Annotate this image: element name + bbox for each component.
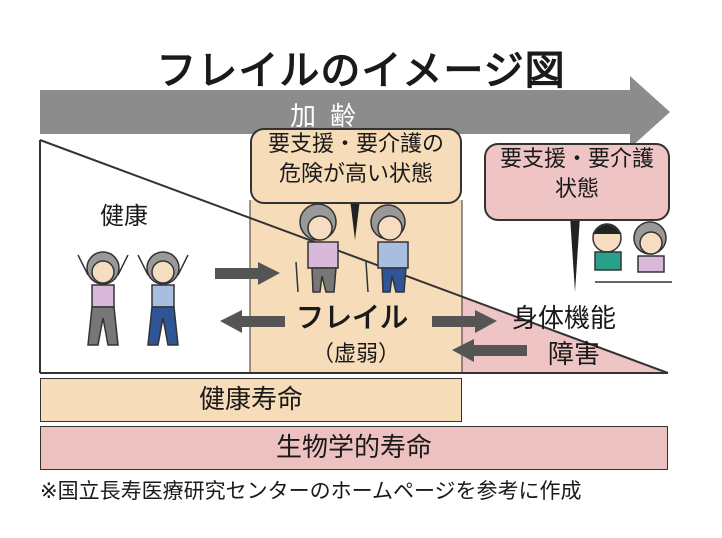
caregiver-figure — [592, 223, 622, 271]
aging-arrow — [40, 76, 670, 148]
bubble-text: 危険が高い状態 — [278, 162, 433, 187]
arrow-to-disability — [432, 310, 497, 333]
frailty-label: フレイル — [296, 301, 409, 334]
frailty-risk-bubble: 要支援・要介護の 危険が高い状態 — [250, 128, 462, 204]
healthy-woman-figure — [77, 251, 129, 346]
arrow-back-to-frailty — [452, 339, 527, 362]
healthy-man-figure — [137, 251, 189, 346]
cared-elder-figure — [595, 221, 672, 283]
diagram-title: フレイルのイメージ図 — [156, 48, 566, 94]
frail-woman-figure — [295, 203, 339, 293]
frail-man-figure — [365, 204, 409, 293]
healthy-lifespan-bar: 健康寿命 — [40, 378, 462, 422]
bubble-text: 状態 — [554, 177, 599, 202]
arrow-to-frailty — [215, 262, 280, 285]
bubble-text: 要支援・要介護 — [499, 147, 654, 172]
bubble-text: 要支援・要介護の — [267, 132, 444, 157]
disability-label-2: 障害 — [548, 340, 601, 370]
healthy-label: 健康 — [100, 202, 148, 230]
arrow-to-healthy — [220, 310, 285, 333]
biological-lifespan-bar: 生物学的寿命 — [40, 426, 668, 470]
aging-label: 加齢 — [290, 102, 371, 132]
disability-label: 身体機能 — [512, 304, 617, 334]
footnote: ※国立長寿医療研究センターのホームページを参考に作成 — [40, 479, 582, 503]
care-state-bubble: 要支援・要介護 状態 — [484, 143, 670, 221]
frailty-sub-label: （虚弱） — [312, 342, 401, 367]
